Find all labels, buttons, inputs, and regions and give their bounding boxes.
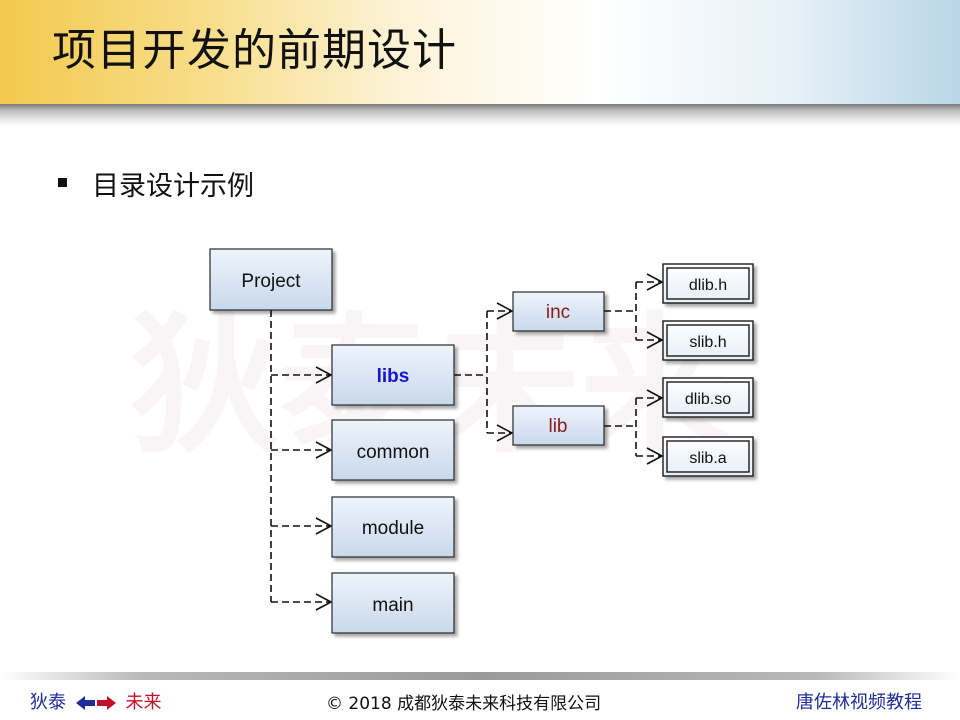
file-slib-h: slib.h — [662, 320, 754, 361]
footer-author: 唐佐林视频教程 — [796, 692, 922, 713]
title-shadow — [0, 104, 960, 126]
file-dlib-h-label: dlib.h — [689, 277, 727, 294]
node-module: module — [331, 496, 455, 558]
footer-copyright: © 2018 成都狄泰未来科技有限公司 — [326, 694, 602, 714]
file-slib-a-label: slib.a — [689, 450, 726, 467]
node-module-label: module — [362, 518, 424, 539]
footer-brand: 狄泰 未来 — [30, 688, 161, 716]
brand-right: 未来 — [125, 692, 162, 713]
node-libs: libs — [331, 344, 455, 406]
bullet-marker — [58, 178, 67, 187]
node-lib-label: lib — [548, 416, 567, 437]
node-project: Project — [209, 248, 333, 311]
node-inc-label: inc — [546, 302, 570, 323]
node-common-label: common — [357, 442, 430, 463]
footer-divider — [0, 672, 960, 680]
node-project-label: Project — [241, 271, 301, 292]
node-lib: lib — [512, 405, 605, 446]
connector-lines — [270, 281, 661, 603]
brand-left: 狄泰 — [30, 692, 66, 713]
node-main-label: main — [372, 595, 413, 616]
file-dlib-so: dlib.so — [662, 377, 754, 418]
node-libs-label: libs — [377, 366, 410, 387]
bullet-text: 目录设计示例 — [92, 171, 254, 202]
file-slib-a: slib.a — [662, 436, 754, 477]
slide-title: 项目开发的前期设计 — [52, 25, 457, 76]
file-dlib-so-label: dlib.so — [685, 391, 731, 408]
file-slib-h-label: slib.h — [689, 334, 726, 351]
arrowheads — [315, 273, 664, 611]
double-arrow-icon — [75, 695, 116, 716]
node-main: main — [331, 572, 455, 634]
file-dlib-h: dlib.h — [662, 263, 754, 304]
node-inc: inc — [512, 291, 605, 332]
node-common: common — [331, 419, 455, 481]
title-bar — [0, 0, 960, 104]
